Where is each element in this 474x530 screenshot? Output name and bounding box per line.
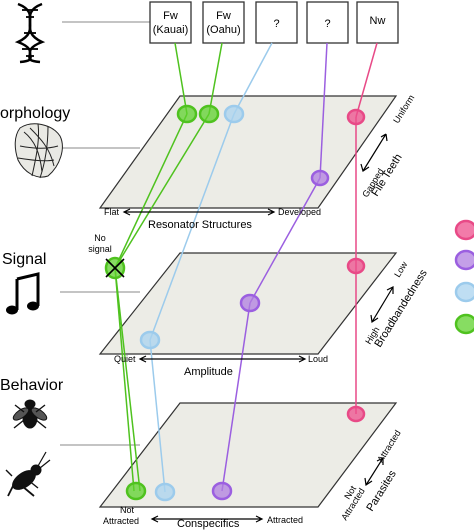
trajectory-line-green: [114, 267, 135, 492]
y-axis-arrow: [360, 133, 388, 172]
marker-pink-morphology: [346, 108, 366, 126]
population-label: Fw: [163, 10, 178, 22]
trajectory-line-purple: [221, 302, 251, 492]
x-axis-title: Resonator Structures: [148, 219, 252, 231]
x-axis-arrow: [122, 208, 276, 216]
axis-min-label: Flat: [104, 207, 120, 217]
population-label: Fw: [216, 10, 231, 22]
legend-marker-blue: [454, 281, 474, 303]
trajectory-line-green: [114, 113, 188, 269]
no-signal-label: No: [94, 233, 106, 243]
music-note-icon: [6, 272, 40, 315]
marker-green-oahu-morphology: [198, 104, 220, 124]
trajectory-line-green: [174, 42, 188, 115]
trajectory-line-blue: [149, 113, 235, 341]
cricket-wing-icon: [14, 123, 63, 179]
trajectory-line-purple: [319, 42, 328, 179]
row-label-signal: Signal: [2, 251, 46, 268]
y-axis-arrow: [370, 286, 394, 324]
no-signal-cross-icon: [105, 258, 125, 278]
trajectory-line-pink: [355, 42, 378, 118]
population-label: ?: [324, 18, 330, 30]
trajectory-line-green: [114, 267, 141, 492]
cricket-icon: [5, 451, 51, 497]
x-axis-title: Amplitude: [184, 366, 233, 378]
population-box-fw-kauai: Fw (Kauai): [149, 1, 192, 44]
population-box-unknown-2: ?: [306, 1, 349, 44]
marker-pink-behavior: [346, 405, 366, 423]
axis-min-label: Not: [120, 505, 135, 515]
marker-purple-behavior: [211, 481, 233, 501]
no-signal-label: signal: [88, 244, 112, 254]
behavior-plane: [98, 402, 398, 508]
legend-marker-pink: [454, 219, 474, 241]
axis-max-label: Attracted: [375, 428, 403, 464]
x-axis-arrow: [138, 355, 307, 363]
y-axis-title: Parasites: [364, 468, 399, 514]
axis-min-label: Attracted: [103, 516, 139, 526]
marker-pink-signal: [346, 257, 366, 275]
fly-icon: [12, 399, 48, 429]
axis-max-label: Attracted: [267, 515, 303, 525]
row-label-behavior: Behavior: [0, 377, 64, 394]
axis-max-label: Low: [392, 259, 409, 279]
marker-blue-morphology: [223, 104, 245, 124]
trajectory-line-blue: [233, 42, 273, 115]
population-label: ?: [273, 18, 279, 30]
legend: [454, 219, 474, 335]
axis-max-label: Developed: [278, 207, 321, 217]
trajectory-line-purple: [249, 177, 321, 304]
trajectory-line-green: [114, 113, 210, 269]
legend-marker-purple: [454, 249, 474, 271]
population-label: Nw: [370, 15, 386, 27]
x-axis-arrow: [150, 515, 264, 523]
population-sublabel: (Oahu): [206, 24, 240, 36]
population-sublabel: (Kauai): [153, 24, 188, 36]
row-label-morphology: orphology: [0, 105, 70, 122]
axis-min-label: Quiet: [114, 354, 136, 364]
population-box-fw-oahu: Fw (Oahu): [202, 1, 245, 44]
y-axis-arrow: [364, 457, 384, 487]
trajectory-line-green: [208, 42, 223, 115]
x-axis-title: Conspecifics: [177, 518, 240, 530]
marker-green-kauai-morphology: [176, 104, 198, 124]
legend-marker-green: [454, 313, 474, 335]
population-box-unknown-1: ?: [255, 1, 298, 44]
marker-blue-signal: [139, 330, 161, 350]
marker-green-behavior: [125, 481, 147, 501]
marker-purple-signal: [239, 293, 261, 313]
marker-purple-morphology: [310, 169, 330, 187]
marker-blue-behavior: [154, 482, 176, 502]
trajectory-line-blue: [149, 339, 166, 493]
dna-icon: [14, 2, 46, 64]
axis-max-label: Loud: [308, 354, 328, 364]
y-axis-title: Broadbandedness: [372, 267, 430, 350]
population-box-nw: Nw: [356, 1, 399, 44]
